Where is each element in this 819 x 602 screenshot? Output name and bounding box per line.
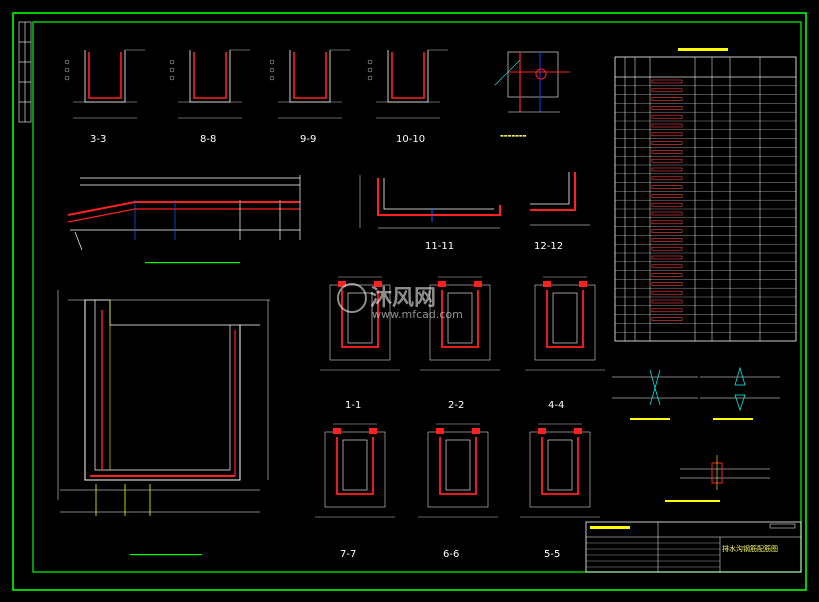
section-label-7-7: 7-7 (340, 549, 356, 560)
detail-corner (494, 51, 570, 113)
section-label-6-6: 6-6 (443, 549, 459, 560)
title-block (585, 521, 802, 573)
mid-section-1 (420, 276, 500, 371)
detail-joint-left (612, 369, 698, 406)
binding-strip (18, 21, 32, 123)
outer-frame (12, 12, 807, 591)
section-label-12-12: 12-12 (534, 241, 563, 252)
section-label-11-11: 11-11 (425, 241, 454, 252)
section-label-2-2: 2-2 (448, 400, 464, 411)
mid-section-2 (525, 276, 605, 371)
plan-view (57, 290, 270, 516)
mid-section-3 (315, 423, 395, 518)
u-section-3 (367, 49, 448, 119)
section-label-3-3: 3-3 (90, 134, 106, 145)
detail-joint-right (700, 366, 780, 412)
section-label-9-9: 9-9 (300, 134, 316, 145)
section-label-4-4: 4-4 (548, 400, 564, 411)
plan-caption-bar (130, 554, 202, 556)
section-label-1-1: 1-1 (345, 400, 361, 411)
waterstop-caption (665, 500, 720, 502)
title-block-drawing-name: 排水沟钢筋配筋图 (722, 544, 778, 553)
long-profile (67, 175, 301, 251)
section-label-8-8: 8-8 (200, 134, 216, 145)
section-label-5-5: 5-5 (544, 549, 560, 560)
watermark-url: www.mfcad.com (372, 308, 463, 321)
detail-waterstop (680, 455, 770, 490)
mid-section-5 (520, 423, 600, 518)
watermark-brand: 沐风网 (370, 286, 436, 311)
table-title-bar (678, 48, 728, 51)
watermark: 沐风网 www.mfcad.com (337, 283, 463, 321)
detail-corner-caption: ▬▬▬▬▬▬▬ (500, 133, 527, 138)
mid-section-4 (418, 423, 498, 518)
mid-section-0 (320, 276, 400, 371)
joint-left-caption (630, 418, 670, 420)
section-11-11 (359, 175, 501, 229)
top-u-sections (64, 49, 448, 119)
u-section-1 (169, 49, 250, 119)
rebar-schedule-table (614, 56, 797, 342)
profile-caption-bar (145, 262, 240, 264)
section-12-12 (530, 172, 590, 226)
u-section-0 (64, 49, 145, 119)
u-section-2 (269, 49, 350, 119)
joint-right-caption (713, 418, 753, 420)
mid-sections (315, 276, 605, 518)
inner-frame (32, 21, 802, 573)
section-label-10-10: 10-10 (396, 134, 425, 145)
